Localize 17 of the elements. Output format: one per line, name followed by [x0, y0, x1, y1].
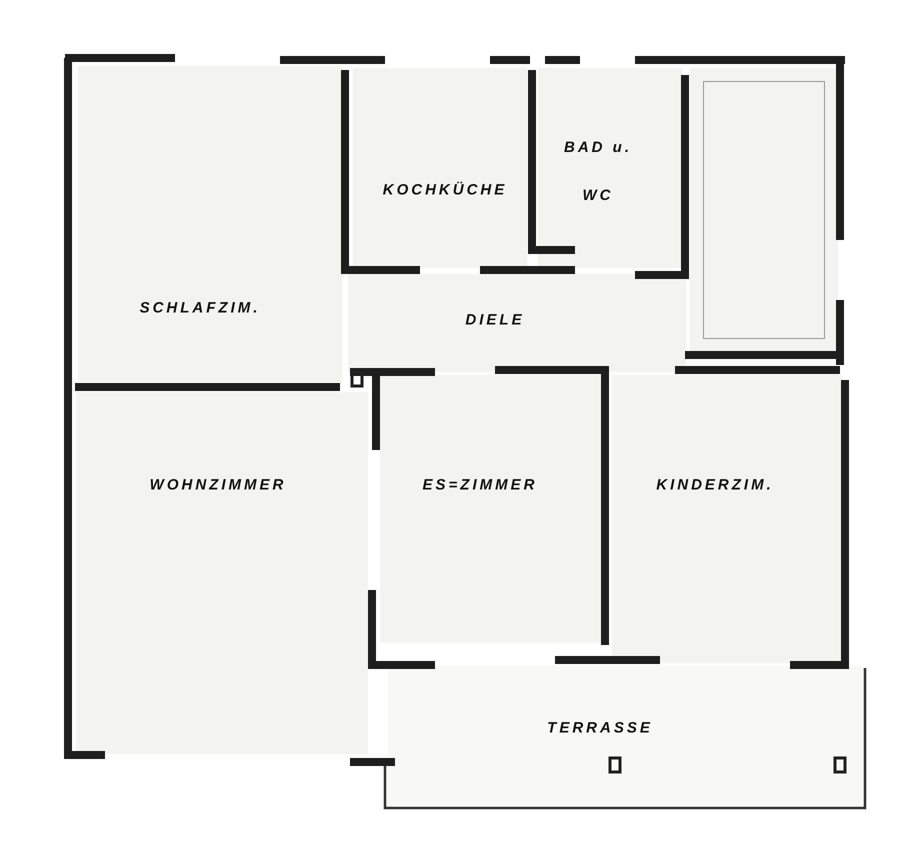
- room-label: DIELE: [465, 312, 525, 328]
- room-area: [538, 68, 682, 268]
- room-label: KINDERZIM.: [656, 476, 774, 494]
- room-area: [388, 666, 862, 806]
- room-label: SCHLAFZIM.: [140, 300, 260, 316]
- room-area: [353, 68, 527, 268]
- room-area: [76, 392, 368, 754]
- room-area: [380, 375, 602, 643]
- room-area: [78, 66, 342, 382]
- room-label: TERRASSE: [547, 720, 653, 736]
- room-area: [612, 375, 842, 663]
- room-label: BAD u. WC: [563, 138, 633, 206]
- room-label: ES=ZIMMER: [422, 476, 538, 494]
- room-label: WOHNZIMMER: [150, 476, 286, 494]
- stairwell-area: [690, 68, 838, 352]
- room-area: [348, 274, 686, 372]
- room-label: KOCHKÜCHE: [382, 182, 508, 198]
